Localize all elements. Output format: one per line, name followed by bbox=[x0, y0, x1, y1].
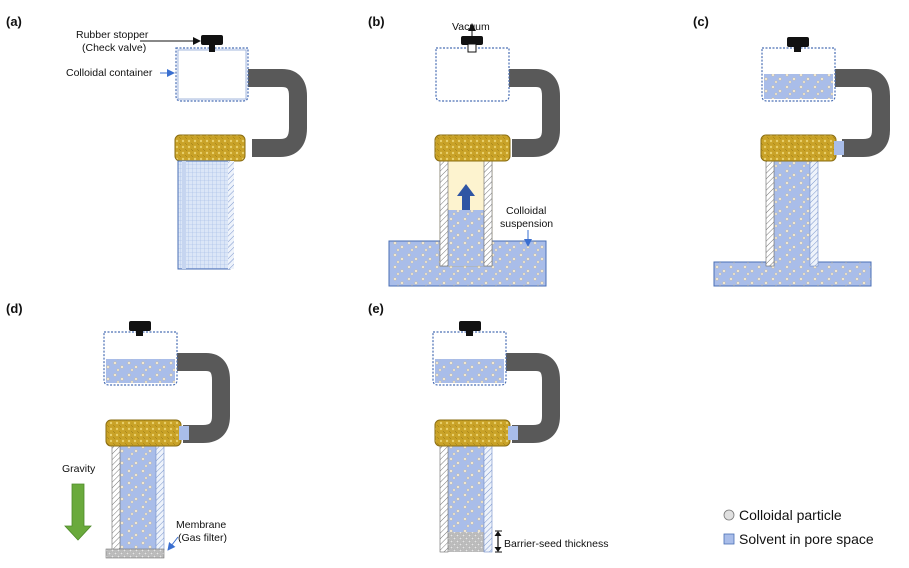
apparatus-a bbox=[140, 35, 307, 270]
apparatus-d bbox=[64, 321, 230, 559]
mold-column bbox=[766, 160, 818, 266]
barrier-seed-label: Barrier-seed thickness bbox=[504, 538, 608, 550]
colloidal-suspension-label: Colloidal bbox=[506, 205, 546, 217]
membrane bbox=[105, 548, 165, 559]
colloidal-container-label: Colloidal container bbox=[66, 67, 153, 79]
connecting-tube bbox=[504, 353, 560, 443]
vacuum-label: Vacuum bbox=[452, 21, 490, 33]
panel-label-e: (e) bbox=[368, 301, 384, 316]
sleeve bbox=[760, 134, 837, 162]
legend-solvent-label: Solvent in pore space bbox=[739, 531, 874, 547]
sleeve bbox=[174, 134, 246, 162]
apparatus-e bbox=[432, 321, 560, 553]
mold-column bbox=[177, 160, 231, 270]
rubber-stopper bbox=[129, 321, 151, 331]
particle-legend-icon bbox=[723, 509, 735, 521]
rubber-stopper bbox=[459, 321, 481, 331]
connecting-tube bbox=[243, 69, 307, 157]
colloidal-container bbox=[435, 47, 510, 102]
sleeve bbox=[434, 419, 511, 447]
mold-column bbox=[112, 445, 164, 550]
rubber-stopper bbox=[201, 35, 223, 45]
gas-filter-label: (Gas filter) bbox=[178, 532, 227, 544]
apparatus-b bbox=[388, 23, 560, 287]
sleeve bbox=[105, 419, 182, 447]
solvent-legend-icon bbox=[723, 533, 735, 545]
barrier-seed-layer bbox=[448, 532, 484, 552]
gravity-label: Gravity bbox=[62, 463, 96, 475]
apparatus-c bbox=[713, 37, 890, 287]
panel-label-d: (d) bbox=[6, 301, 23, 316]
panel-label-a: (a) bbox=[6, 14, 22, 29]
panel-label-c: (c) bbox=[693, 14, 709, 29]
connecting-tube bbox=[174, 353, 230, 443]
connecting-tube bbox=[834, 69, 890, 157]
legend-particle-label: Colloidal particle bbox=[739, 507, 842, 523]
check-valve-label: (Check valve) bbox=[82, 42, 146, 54]
colloidal-suspension-label-2: suspension bbox=[500, 218, 553, 230]
sleeve bbox=[434, 134, 511, 162]
rubber-stopper bbox=[787, 37, 809, 47]
connecting-tube bbox=[504, 69, 560, 157]
rubber-stopper bbox=[461, 36, 483, 45]
panel-label-b: (b) bbox=[368, 14, 385, 29]
gravity-arrow bbox=[64, 483, 92, 541]
membrane-label: Membrane bbox=[176, 519, 226, 531]
flow-arrow bbox=[457, 184, 475, 210]
rubber-stopper-label: Rubber stopper bbox=[76, 29, 149, 41]
legend: Colloidal particle Solvent in pore space bbox=[723, 507, 874, 547]
